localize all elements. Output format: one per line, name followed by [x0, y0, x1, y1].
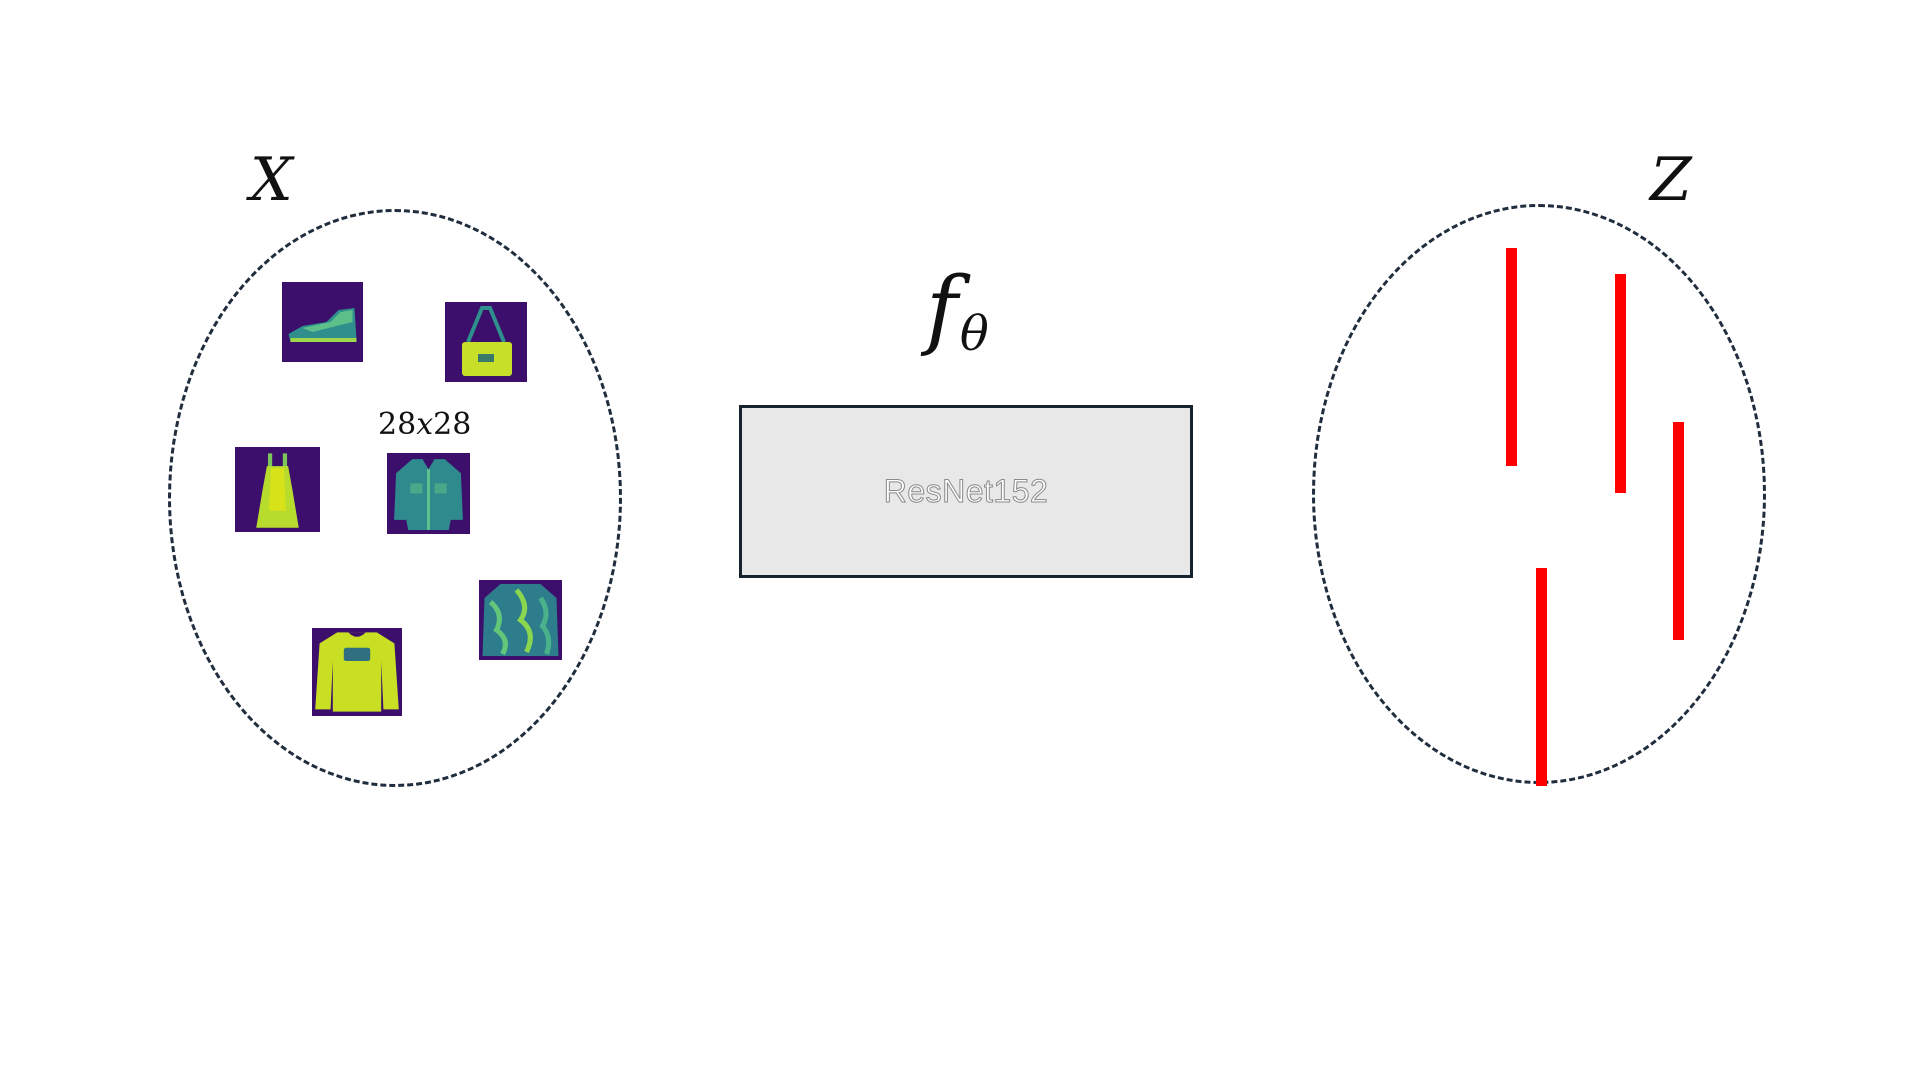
size-symbol: x: [416, 407, 434, 442]
patterned-shirt-image: [479, 580, 562, 660]
output-space-label: Z: [1650, 145, 1692, 215]
input-space-label: X: [250, 145, 293, 215]
ankle-boot-image: [282, 282, 363, 362]
bag-image: [445, 302, 527, 382]
function-symbol: f: [926, 259, 958, 359]
model-box: ResNet152: [739, 405, 1193, 578]
size-number-a: 28: [378, 407, 417, 442]
input-space-ellipse: [168, 209, 622, 787]
embedding-vector: [1673, 422, 1684, 640]
function-subscript: θ: [959, 306, 989, 362]
jacket-image: [387, 453, 470, 534]
model-name: ResNet152: [883, 473, 1049, 510]
function-label: fθ: [926, 266, 989, 358]
image-size-label: 28x28: [378, 410, 471, 440]
embedding-vector: [1506, 248, 1517, 466]
sweater-image: [312, 628, 402, 716]
embedding-vector: [1615, 274, 1626, 493]
dress-image: [235, 447, 320, 532]
size-number-b: 28: [433, 407, 472, 442]
embedding-vector: [1536, 568, 1547, 786]
